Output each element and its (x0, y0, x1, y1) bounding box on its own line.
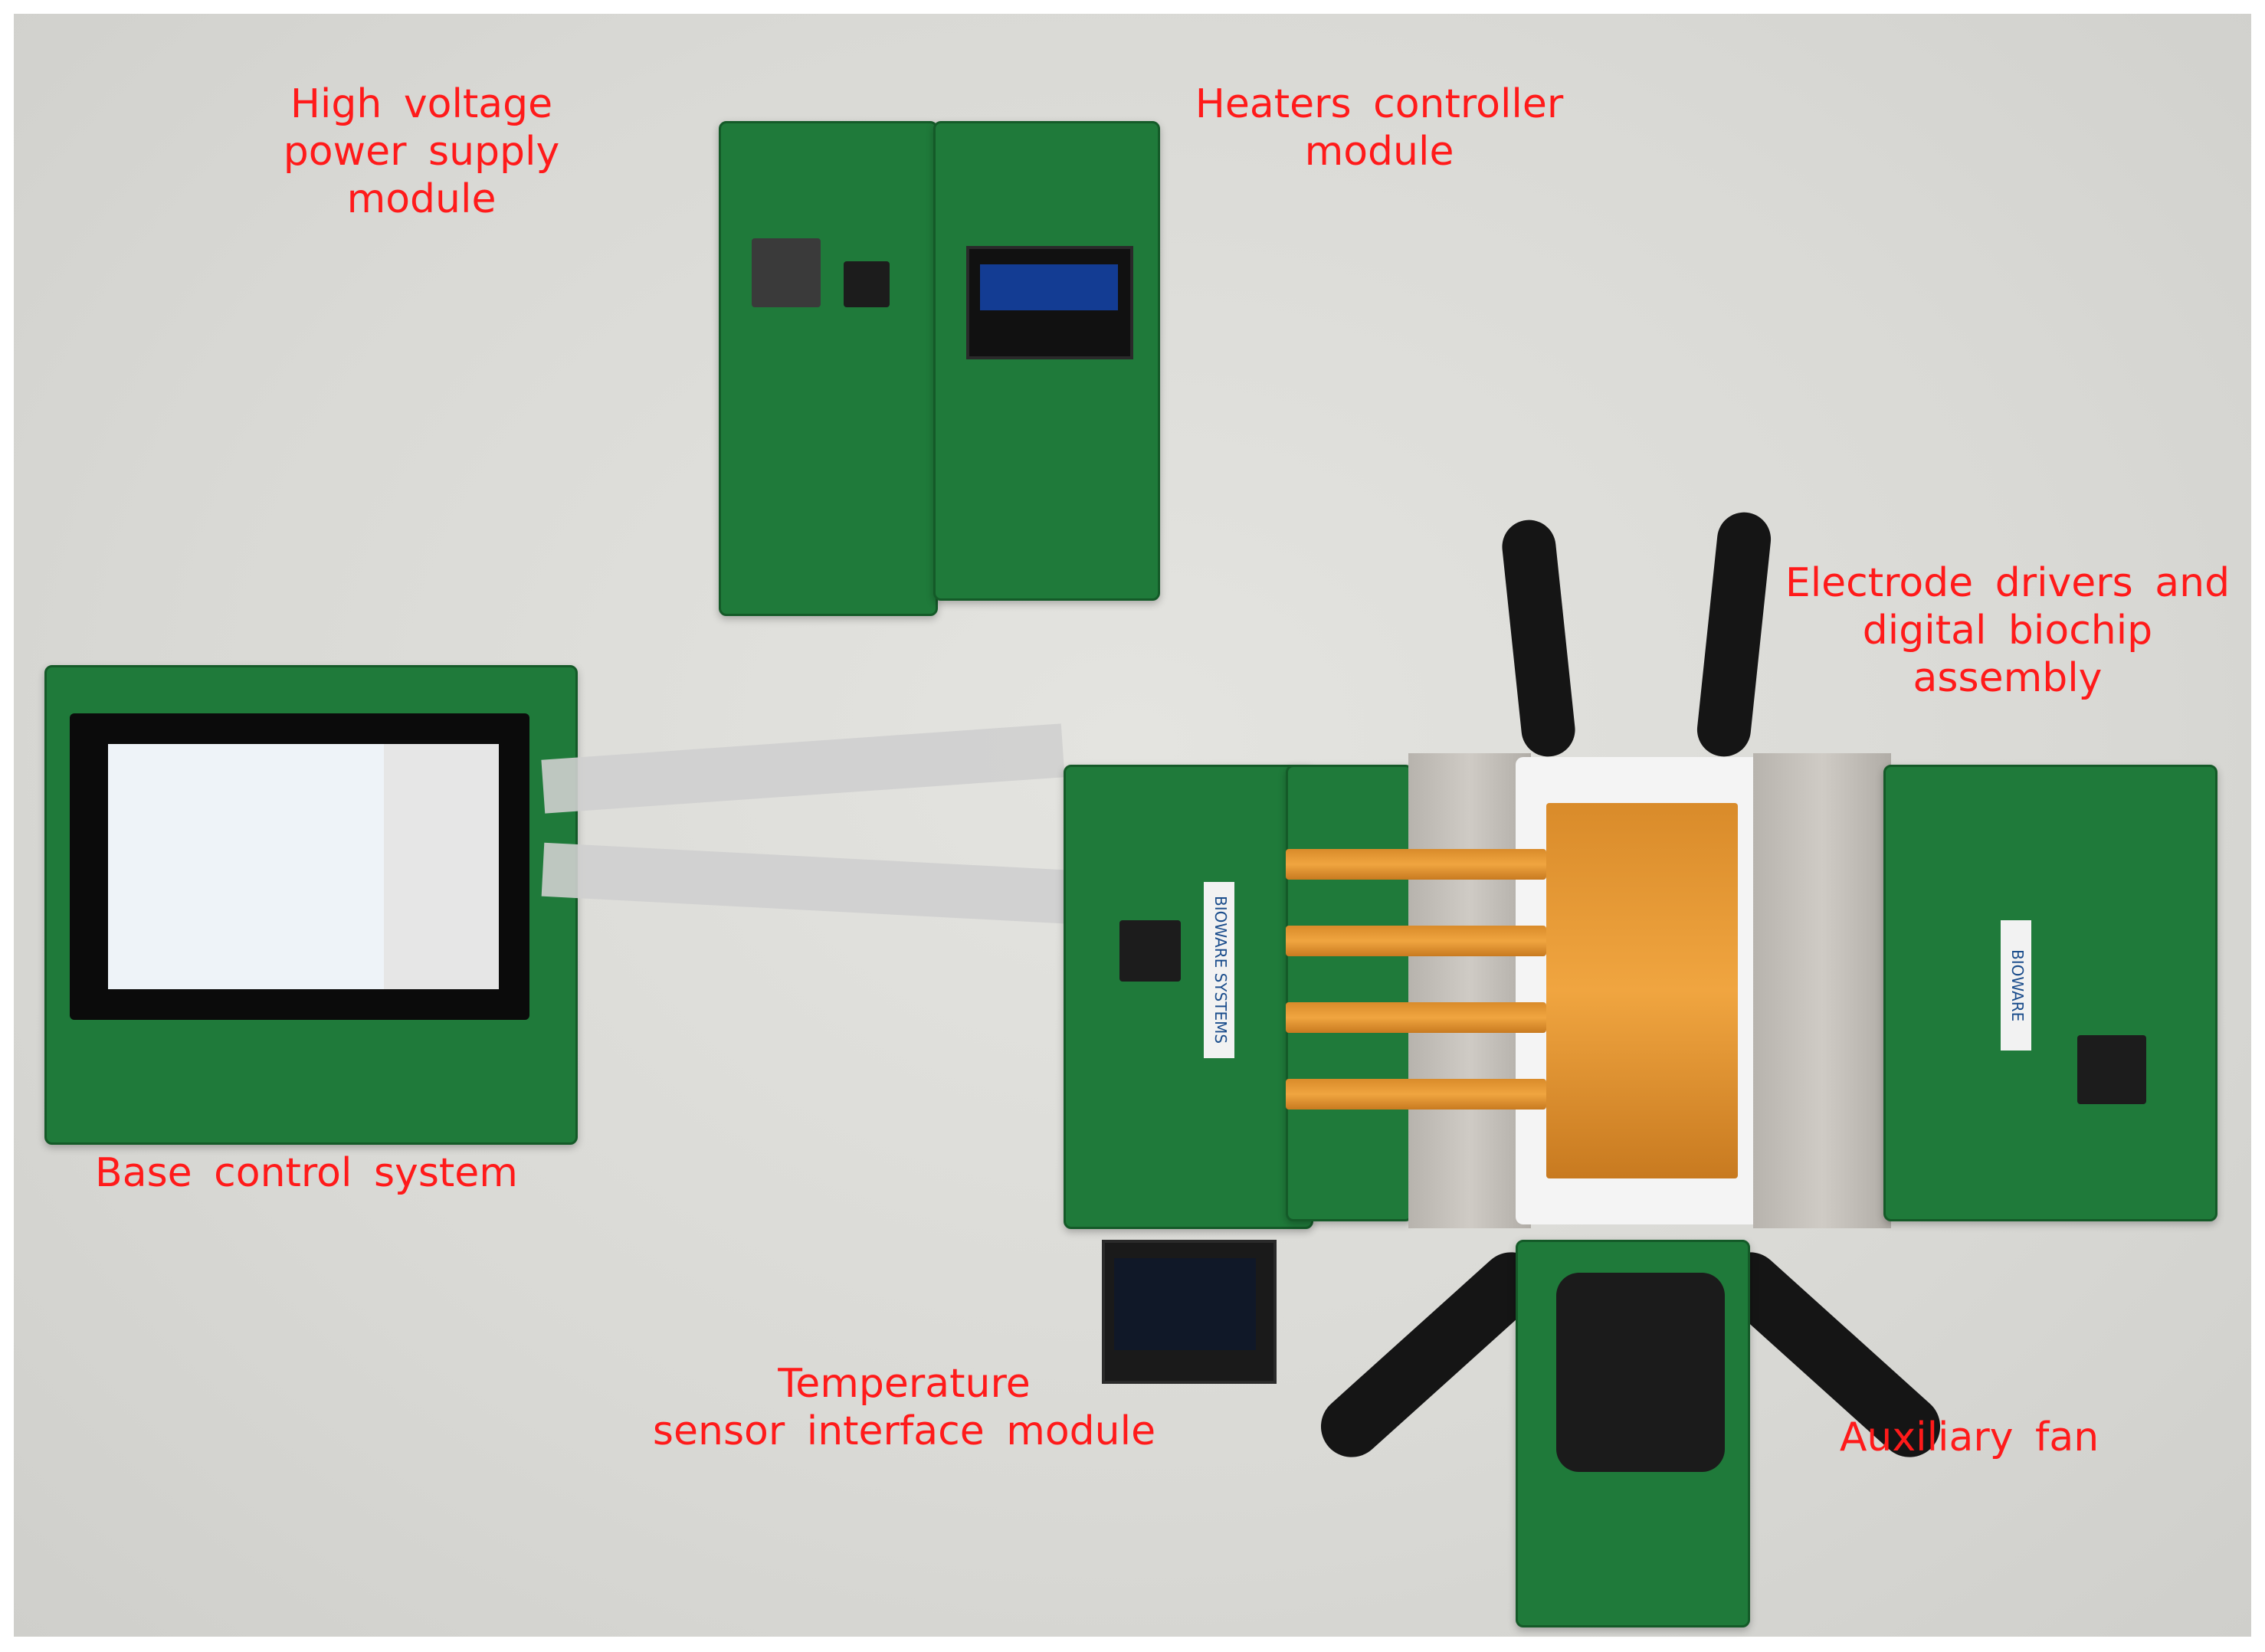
oled-display (966, 246, 1133, 359)
bench-photo: BIOWARE SYSTEMS BIOWARE SYSTEMS (14, 14, 2251, 1637)
driver-chip (2077, 1035, 2146, 1104)
electrode-driver-board-right: BIOWARE SYSTEMS (1883, 765, 2217, 1221)
electrode-driver-board-left (1286, 765, 1413, 1221)
ribbon-cable (541, 723, 1065, 814)
biochip-electrode-array (1546, 803, 1738, 1178)
metal-plate-left (1408, 753, 1531, 1228)
flex-cable (1286, 849, 1546, 880)
touch-lcd-frame (70, 713, 529, 1020)
temperature-sensor-board: BIOWARE SYSTEMS (1064, 765, 1313, 1229)
label-base-control: Base control system (95, 1150, 518, 1196)
clamp (1499, 517, 1578, 759)
lcd-status-panel (384, 744, 499, 989)
label-hv-power-supply: High voltage power supply module (283, 81, 560, 222)
label-temperature-sensor: Temperature sensor interface module (652, 1361, 1156, 1454)
label-electrode-drivers: Electrode drivers and digital biochip as… (1785, 560, 2231, 701)
touch-lcd-screen (108, 744, 384, 989)
base-control-board (44, 665, 578, 1145)
heaters-controller-board (933, 121, 1160, 601)
label-heaters-controller: Heaters controller module (1195, 81, 1564, 175)
temp-oled-display (1102, 1240, 1277, 1384)
fan-board (1516, 1240, 1750, 1627)
bioware-logo: BIOWARE SYSTEMS (2001, 920, 2031, 1051)
transformer (752, 238, 821, 307)
ribbon-cable (541, 842, 1080, 925)
hv-power-supply-board (719, 121, 938, 616)
metal-plate-right (1753, 753, 1891, 1228)
microcontroller (1119, 920, 1181, 982)
flex-cable (1286, 926, 1546, 956)
bioware-logo: BIOWARE SYSTEMS (1204, 882, 1234, 1058)
flex-cable (1286, 1079, 1546, 1110)
ic-chip (844, 261, 890, 307)
label-auxiliary-fan: Auxiliary fan (1839, 1414, 2099, 1460)
fan-housing (1556, 1273, 1725, 1472)
flex-cable (1286, 1002, 1546, 1033)
